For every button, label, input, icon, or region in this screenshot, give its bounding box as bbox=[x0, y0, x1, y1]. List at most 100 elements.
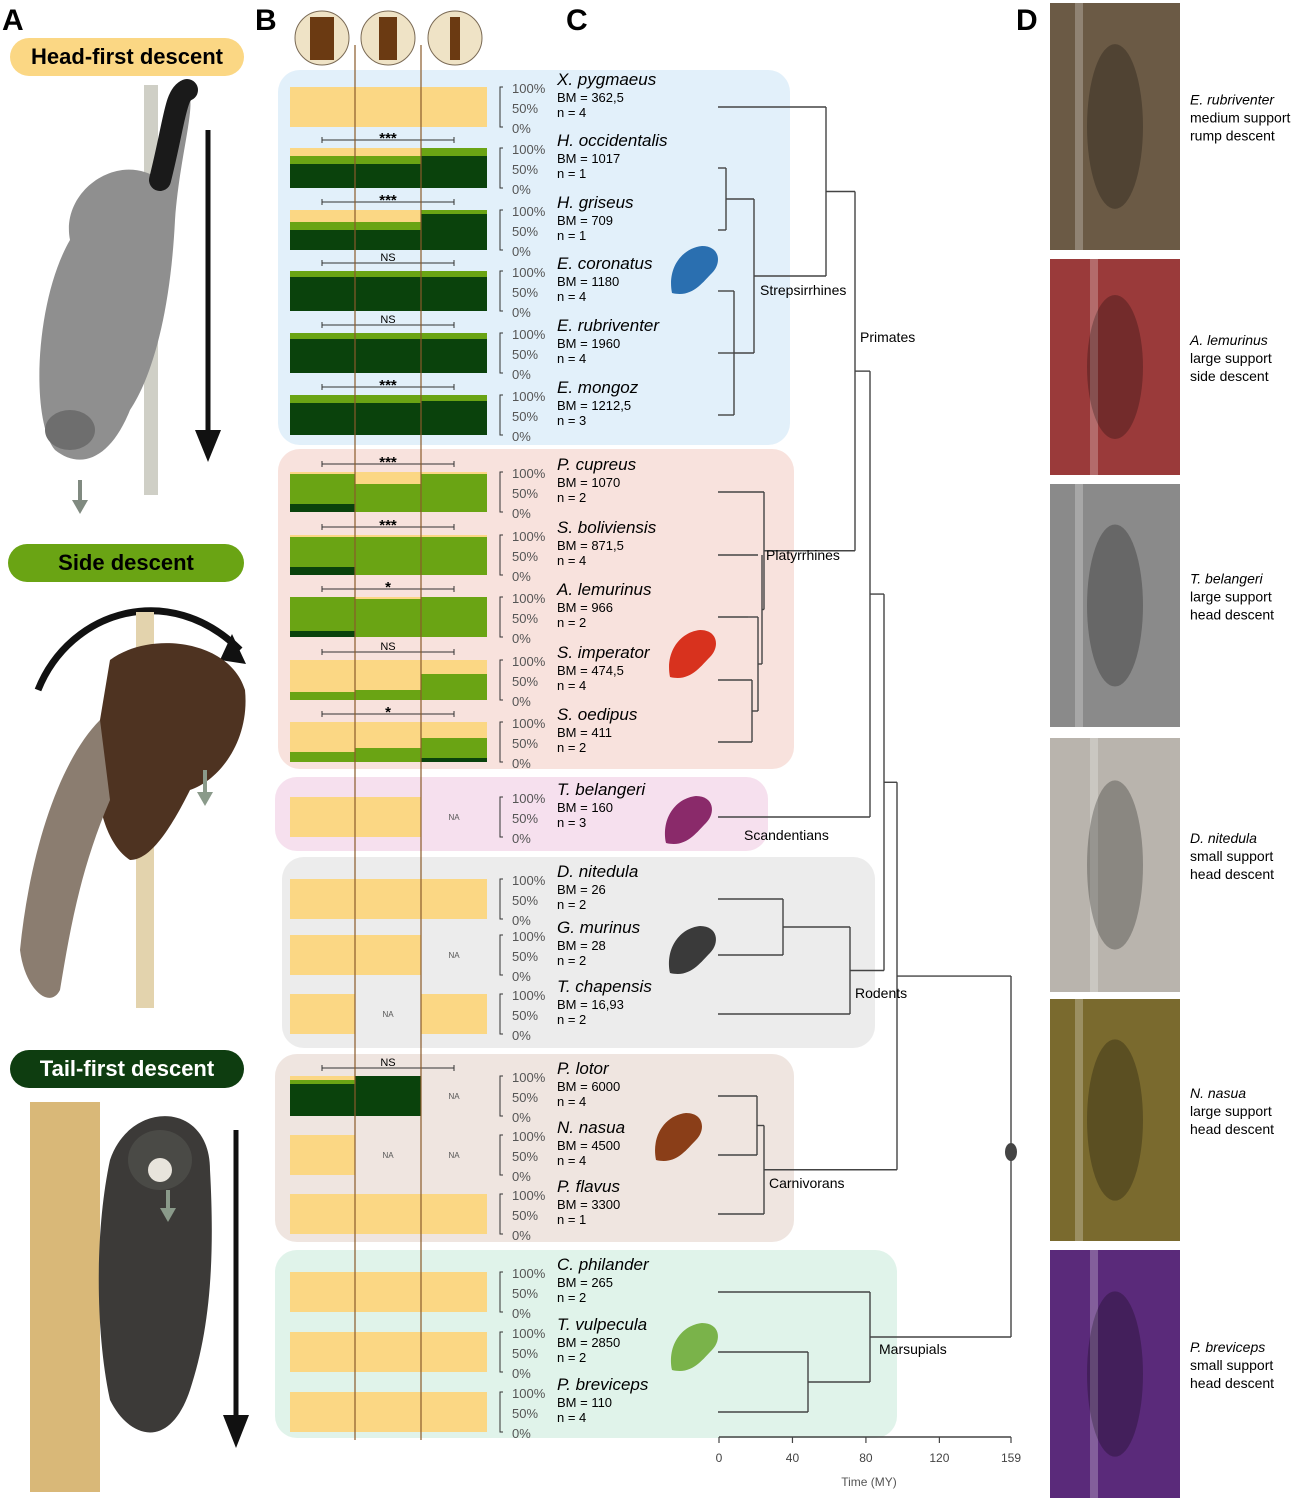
bar-tail-first bbox=[421, 401, 487, 435]
bar-head-first bbox=[290, 87, 355, 127]
side-pill bbox=[8, 544, 244, 582]
percent-0: 0% bbox=[512, 756, 531, 771]
bar-head-first bbox=[290, 1076, 355, 1080]
species-name: N. nasua bbox=[557, 1118, 625, 1137]
percent-50: 50% bbox=[512, 409, 538, 424]
percent-100: 100% bbox=[512, 873, 546, 888]
species-name: E. mongoz bbox=[557, 378, 639, 397]
species-name: S. imperator bbox=[557, 643, 651, 662]
species-name: X. pygmaeus bbox=[556, 70, 657, 89]
bar-side bbox=[421, 271, 487, 277]
bar-head-first bbox=[290, 472, 355, 474]
significance-label: NS bbox=[380, 1057, 395, 1069]
significance-bracket bbox=[321, 260, 455, 266]
species-name: S. oedipus bbox=[557, 705, 638, 724]
percent-50: 50% bbox=[512, 1008, 538, 1023]
species-name: E. rubriventer bbox=[557, 316, 660, 335]
bar-tail-first bbox=[290, 504, 355, 512]
bar-tail-first bbox=[421, 156, 487, 188]
bar-head-first bbox=[421, 535, 487, 537]
bar-head-first bbox=[355, 935, 421, 975]
percent-100: 100% bbox=[512, 1129, 546, 1144]
significance-bracket bbox=[321, 461, 455, 467]
na-label: NA bbox=[382, 1151, 394, 1160]
significance-label: *** bbox=[379, 130, 397, 147]
percent-100: 100% bbox=[512, 929, 546, 944]
body-mass: BM = 16,93 bbox=[557, 997, 624, 1012]
phylogeny-tree bbox=[718, 106, 1017, 1413]
bar-head-first bbox=[290, 879, 355, 919]
photo-animal bbox=[1087, 295, 1143, 439]
percent-0: 0% bbox=[512, 631, 531, 646]
bar-head-first bbox=[290, 797, 355, 837]
photo-species: P. breviceps bbox=[1190, 1339, 1265, 1355]
clade-label: Strepsirrhines bbox=[760, 282, 846, 298]
bar-head-first bbox=[355, 1332, 421, 1372]
photo-5 bbox=[1050, 1250, 1180, 1498]
percent-bracket bbox=[499, 796, 503, 838]
bar-tail-first bbox=[355, 1076, 421, 1116]
photo-descent: head descent bbox=[1190, 1375, 1274, 1391]
clade-label: Scandentians bbox=[744, 827, 829, 843]
bar-tail-first bbox=[290, 403, 355, 435]
bar-side bbox=[355, 222, 421, 230]
percent-100: 100% bbox=[512, 1188, 546, 1203]
percent-50: 50% bbox=[512, 949, 538, 964]
percent-100: 100% bbox=[512, 654, 546, 669]
photo-animal bbox=[1087, 1039, 1143, 1201]
bar-tail-first bbox=[421, 339, 487, 373]
sample-size: n = 2 bbox=[557, 897, 586, 912]
bar-head-first bbox=[355, 1272, 421, 1312]
bar-head-first bbox=[355, 1392, 421, 1432]
body-mass: BM = 3300 bbox=[557, 1197, 620, 1212]
clade-label: Rodents bbox=[855, 985, 907, 1001]
percent-bracket bbox=[499, 993, 503, 1035]
percent-0: 0% bbox=[512, 1306, 531, 1321]
bar-side bbox=[290, 222, 355, 230]
species-name: P. flavus bbox=[557, 1177, 621, 1196]
bar-head-first bbox=[355, 87, 421, 127]
percent-0: 0% bbox=[512, 429, 531, 444]
bar-tail-first bbox=[355, 164, 421, 188]
percent-bracket bbox=[499, 270, 503, 312]
photo-descent: head descent bbox=[1190, 1121, 1274, 1137]
percent-bracket bbox=[499, 721, 503, 763]
species-name: P. breviceps bbox=[557, 1375, 649, 1394]
species-name: S. boliviensis bbox=[557, 518, 657, 537]
bar-tail-first bbox=[290, 1084, 355, 1116]
body-mass: BM = 2850 bbox=[557, 1335, 620, 1350]
bar-tail-first bbox=[290, 277, 355, 311]
clade-label: Platyrrhines bbox=[766, 547, 840, 563]
percent-0: 0% bbox=[512, 305, 531, 320]
species-name: P. lotor bbox=[557, 1059, 610, 1078]
percent-0: 0% bbox=[512, 569, 531, 584]
photo-animal bbox=[1087, 524, 1143, 687]
bar-side bbox=[290, 752, 355, 762]
photo-3 bbox=[1050, 738, 1180, 992]
significance-label: *** bbox=[379, 517, 397, 534]
bar-side bbox=[355, 537, 421, 575]
photo-descent: side descent bbox=[1190, 368, 1269, 384]
percent-bracket bbox=[499, 1075, 503, 1117]
body-mass: BM = 1960 bbox=[557, 336, 620, 351]
significance-bracket bbox=[321, 322, 455, 328]
percent-50: 50% bbox=[512, 162, 538, 177]
bar-side bbox=[421, 395, 487, 401]
sample-size: n = 4 bbox=[557, 1094, 586, 1109]
percent-bracket bbox=[499, 332, 503, 374]
percent-100: 100% bbox=[512, 716, 546, 731]
sample-size: n = 1 bbox=[557, 228, 586, 243]
sample-size: n = 1 bbox=[557, 1212, 586, 1227]
bar-side bbox=[290, 474, 355, 504]
time-tick-label: 120 bbox=[929, 1451, 949, 1465]
percent-0: 0% bbox=[512, 694, 531, 709]
bar-tail-first bbox=[355, 277, 421, 311]
bar-head-first bbox=[355, 660, 421, 690]
photo-support: large support bbox=[1190, 1103, 1272, 1119]
